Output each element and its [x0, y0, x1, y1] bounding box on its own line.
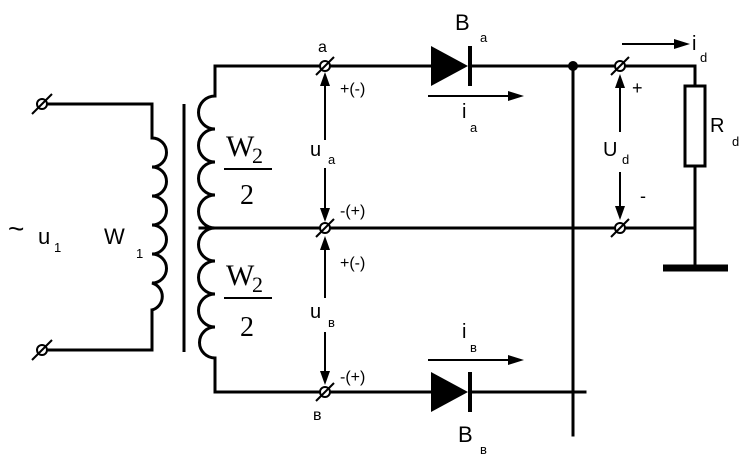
ac-source-symbol: ~	[8, 213, 24, 244]
diode-lower	[431, 372, 472, 412]
lower-winding-denominator: 2	[240, 312, 254, 343]
secondary-upper-winding	[197, 94, 216, 230]
load-plus-sign: +	[632, 78, 643, 98]
primary-voltage-label: u	[38, 224, 50, 249]
upper-polarity-top: +(-)	[340, 81, 365, 98]
primary-circuit	[31, 93, 168, 361]
diode-upper	[431, 46, 472, 86]
load-current-label: i	[692, 33, 696, 55]
primary-winding-label: W	[104, 224, 125, 249]
load-minus-sign: -	[640, 186, 646, 206]
lower-voltage-label: u	[310, 301, 321, 323]
upper-polarity-bottom: -(+)	[340, 203, 365, 220]
lower-winding-sub: 2	[252, 272, 263, 297]
lower-voltage-sub: в	[328, 315, 335, 330]
voltage-arrow-upper-top	[320, 72, 330, 140]
input-terminal-top[interactable]	[31, 93, 53, 115]
voltage-arrow-lower-bottom	[320, 332, 330, 385]
terminal-a-label: a	[318, 39, 327, 56]
terminal-b-label: в	[313, 407, 322, 424]
load-resistor	[683, 84, 707, 168]
upper-winding-label: W	[226, 130, 255, 163]
lower-current-label: i	[462, 321, 466, 343]
terminal-output-plus[interactable]	[610, 56, 630, 76]
upper-winding-denominator: 2	[240, 180, 254, 211]
primary-winding-sub: 1	[136, 246, 143, 261]
lower-winding-label: W	[226, 259, 255, 292]
upper-diode-sub: a	[480, 30, 488, 45]
upper-voltage-label: u	[310, 139, 321, 161]
secondary-lower-winding	[197, 226, 216, 360]
upper-winding-sub: 2	[252, 143, 263, 168]
upper-voltage-sub: a	[328, 152, 336, 167]
load-voltage-label: U	[603, 139, 617, 161]
upper-current-sub: a	[470, 120, 478, 135]
junction-dot	[568, 61, 578, 71]
voltage-arrow-lower-top	[320, 236, 330, 298]
load-resistor-label: R	[710, 115, 724, 137]
load-resistor-sub: d	[732, 134, 739, 149]
lower-current-sub: в	[470, 340, 477, 355]
terminal-center[interactable]	[315, 218, 335, 238]
voltage-arrow-load-bottom	[615, 172, 625, 220]
current-arrow-lower	[428, 355, 524, 365]
lower-polarity-bottom: -(+)	[340, 369, 365, 386]
lower-diode-label: B	[458, 422, 473, 447]
input-terminal-bottom[interactable]	[31, 339, 53, 361]
load-current-sub: d	[700, 50, 707, 65]
terminal-output-minus[interactable]	[610, 218, 630, 238]
current-arrow-upper	[428, 91, 524, 101]
primary-winding	[151, 136, 168, 312]
lower-diode-sub: в	[480, 442, 487, 457]
current-arrow-load	[622, 39, 690, 49]
upper-diode-label: B	[455, 10, 470, 35]
terminal-b[interactable]	[315, 382, 335, 402]
upper-current-label: i	[462, 101, 466, 123]
voltage-arrow-upper-bottom	[320, 168, 330, 222]
terminal-a[interactable]	[315, 56, 335, 76]
load-voltage-sub: d	[622, 152, 629, 167]
voltage-arrow-load-top	[615, 74, 625, 132]
secondary-circuit	[197, 64, 217, 394]
lower-polarity-top: +(-)	[340, 255, 365, 272]
primary-voltage-sub: 1	[54, 240, 61, 255]
